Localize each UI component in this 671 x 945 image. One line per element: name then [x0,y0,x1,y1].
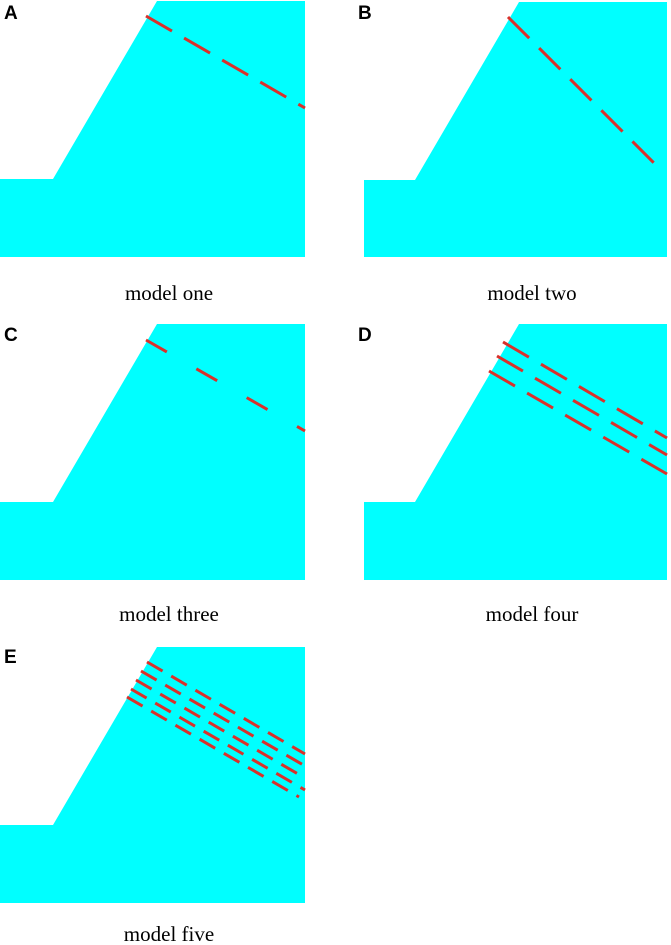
joint-line-a [145,14,306,110]
panel-letter-b: B [358,3,372,24]
joint-line-b [506,15,664,173]
joint-line-d-3 [488,369,668,476]
caption-model-five: model five [124,922,214,945]
joint-line-e-2 [140,669,306,768]
caption-model-three: model three [119,602,219,626]
joint-line-e-1 [146,660,306,756]
panel-d: D model four [358,324,668,626]
caption-model-four: model four [486,602,579,626]
panel-letter-e: E [4,647,17,668]
joint-line-e-3 [135,678,306,780]
panel-letter-c: C [4,325,18,346]
joint-line-e-5 [126,695,300,799]
panel-letter-d: D [358,325,372,346]
panel-e: E model five [0,647,306,945]
slope-shape-c [0,324,305,580]
joint-line-d-2 [496,354,668,457]
joint-line-d-1 [502,340,668,440]
joint-line-e-4 [130,687,306,792]
slope-shape-a [0,1,305,257]
caption-model-one: model one [125,281,213,305]
slope-shape-b [364,2,667,257]
panel-letter-a: A [4,3,18,24]
panel-b: B model two [358,2,667,305]
panel-a: A model one [0,1,306,305]
panel-c: C model three [0,324,306,626]
caption-model-two: model two [487,281,576,305]
slope-shape-d [364,324,667,580]
